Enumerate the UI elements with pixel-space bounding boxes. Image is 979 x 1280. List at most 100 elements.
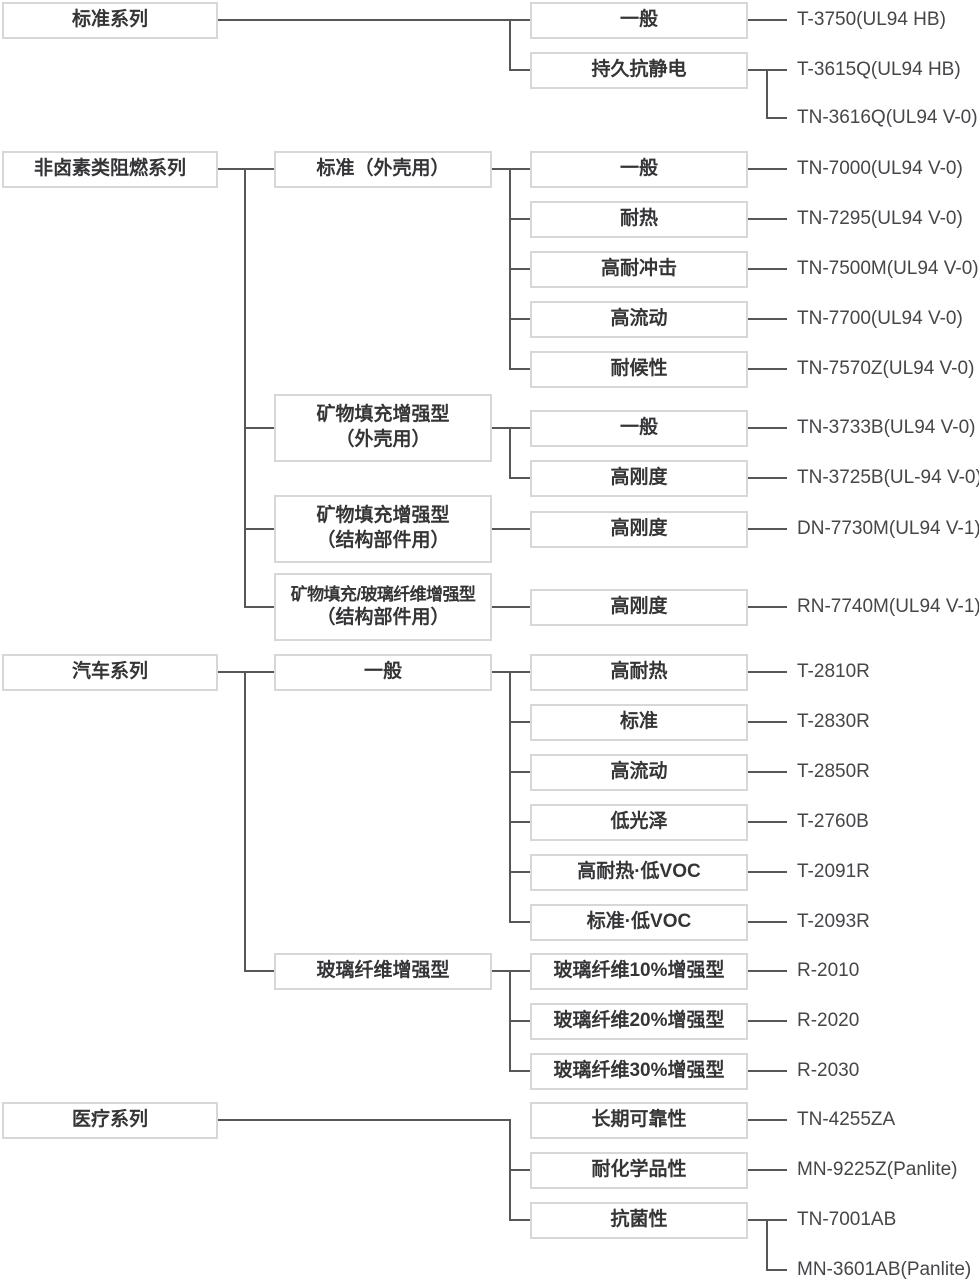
connector-line <box>766 117 787 119</box>
group-box-mineral-glass-fiber-structural: 矿物填充/玻璃纤维增强型 （结构部件用） <box>274 573 492 641</box>
connector-line <box>244 671 246 972</box>
box-label: 标准·低VOC <box>586 911 692 933</box>
box-label: 持久抗静电 <box>591 59 687 81</box>
connector-line <box>766 1219 768 1271</box>
product-label-tn7295: TN-7295(UL94 V-0) <box>797 208 963 229</box>
product-label-tn3725b: TN-3725B(UL-94 V-0) <box>797 467 979 488</box>
product-label-t3615q: T-3615Q(UL94 HB) <box>797 59 961 80</box>
connector-line <box>509 671 511 923</box>
connector-line <box>244 168 246 608</box>
product-label-tn7500m: TN-7500M(UL94 V-0) <box>797 258 979 279</box>
connector-line <box>509 771 530 773</box>
product-label-t2830r: T-2830R <box>797 711 870 732</box>
product-label-t2850r: T-2850R <box>797 761 870 782</box>
connector-line <box>748 268 787 270</box>
product-label-tn4255za: TN-4255ZA <box>797 1109 896 1130</box>
box-label: 矿物填充增强型 <box>316 404 450 426</box>
connector-line <box>748 477 787 479</box>
connector-line <box>509 1020 530 1022</box>
box-label: 高刚度 <box>610 596 668 618</box>
type-box-general: 一般 <box>530 2 748 39</box>
connector-line <box>748 368 787 370</box>
connector-line <box>492 168 530 170</box>
box-label: 高耐热·低VOC <box>577 861 701 883</box>
box-label: 高刚度 <box>610 518 668 540</box>
product-label-dn7730m: DN-7730M(UL94 V-1) <box>797 518 979 539</box>
box-label: 耐候性 <box>610 358 668 380</box>
connector-line <box>766 69 768 119</box>
connector-line <box>766 1269 787 1271</box>
type-box-weather-resistant: 耐候性 <box>530 351 748 388</box>
connector-line <box>748 218 787 220</box>
box-label-line2: （外壳用） <box>335 429 431 450</box>
type-box-high-flow-auto: 高流动 <box>530 754 748 791</box>
product-label-mn9225z: MN-9225Z(Panlite) <box>797 1159 958 1180</box>
connector-line <box>509 318 530 320</box>
connector-line <box>748 721 787 723</box>
type-box-permanent-antistatic: 持久抗静电 <box>530 52 748 89</box>
box-label: 低光泽 <box>610 811 668 833</box>
type-box-gf20: 玻璃纤维20%增强型 <box>530 1003 748 1040</box>
connector-line <box>748 1020 787 1022</box>
connector-line <box>748 19 787 21</box>
box-label: 耐化学品性 <box>591 1159 687 1181</box>
type-box-high-rigidity-housing: 高刚度 <box>530 460 748 497</box>
box-label: 玻璃纤维30%增强型 <box>553 1060 725 1082</box>
type-box-high-heat-auto: 高耐热 <box>530 654 748 691</box>
group-box-standard-housing: 标准（外壳用） <box>274 151 492 188</box>
connector-line <box>748 168 787 170</box>
box-label: 玻璃纤维增强型 <box>316 960 450 982</box>
connector-line <box>509 218 530 220</box>
product-label-r2020: R-2020 <box>797 1010 860 1031</box>
connector-line <box>748 821 787 823</box>
box-label: 矿物填充/玻璃纤维增强型 <box>290 584 476 604</box>
connector-line <box>218 19 530 21</box>
product-label-tn7570z: TN-7570Z(UL94 V-0) <box>797 358 975 379</box>
product-label-rn7740m: RN-7740M(UL94 V-1) <box>797 596 979 617</box>
type-box-high-rigidity-structural: 高刚度 <box>530 511 748 548</box>
box-label: 玻璃纤维20%增强型 <box>553 1010 725 1032</box>
connector-line <box>244 970 274 972</box>
product-label-tn7000: TN-7000(UL94 V-0) <box>797 158 963 179</box>
box-label: 高流动 <box>610 761 668 783</box>
connector-line <box>748 528 787 530</box>
box-label: 标准（外壳用） <box>316 158 450 180</box>
connector-line <box>492 671 530 673</box>
connector-line <box>218 168 274 170</box>
connector-line <box>509 427 511 479</box>
type-box-heat-resistant: 耐热 <box>530 201 748 238</box>
type-box-high-rigidity-mineral-glass: 高刚度 <box>530 589 748 626</box>
connector-line <box>509 821 530 823</box>
box-label: 抗菌性 <box>610 1209 668 1231</box>
connector-line <box>748 771 787 773</box>
product-label-t2760b: T-2760B <box>797 811 869 832</box>
group-box-mineral-filled-structural: 矿物填充增强型 （结构部件用） <box>274 495 492 563</box>
box-label: 一般 <box>619 9 658 31</box>
connector-line <box>509 69 530 71</box>
box-label: 汽车系列 <box>71 661 148 683</box>
type-box-high-heat-low-voc: 高耐热·低VOC <box>530 854 748 891</box>
connector-line <box>748 1169 787 1171</box>
box-label: 矿物填充增强型 <box>316 505 450 527</box>
box-label: 标准 <box>619 711 658 733</box>
series-box-standard: 标准系列 <box>2 2 218 39</box>
connector-line <box>244 606 274 608</box>
box-label-line2: （结构部件用） <box>316 530 450 551</box>
box-label-line2: （结构部件用） <box>316 606 450 628</box>
product-label-r2010: R-2010 <box>797 960 860 981</box>
box-label: 标准系列 <box>71 9 148 31</box>
type-box-high-flow: 高流动 <box>530 301 748 338</box>
product-label-tn7700: TN-7700(UL94 V-0) <box>797 308 963 329</box>
type-box-antibacterial: 抗菌性 <box>530 1202 748 1239</box>
connector-line <box>748 427 787 429</box>
product-label-r2030: R-2030 <box>797 1060 860 1081</box>
connector-line <box>244 528 274 530</box>
box-label: 高刚度 <box>610 467 668 489</box>
group-box-mineral-filled-housing: 矿物填充增强型 （外壳用） <box>274 394 492 462</box>
product-label-t2091r: T-2091R <box>797 861 870 882</box>
box-label: 高流动 <box>610 308 668 330</box>
connector-line <box>748 1070 787 1072</box>
connector-line <box>748 671 787 673</box>
type-box-long-term-reliability: 长期可靠性 <box>530 1102 748 1139</box>
